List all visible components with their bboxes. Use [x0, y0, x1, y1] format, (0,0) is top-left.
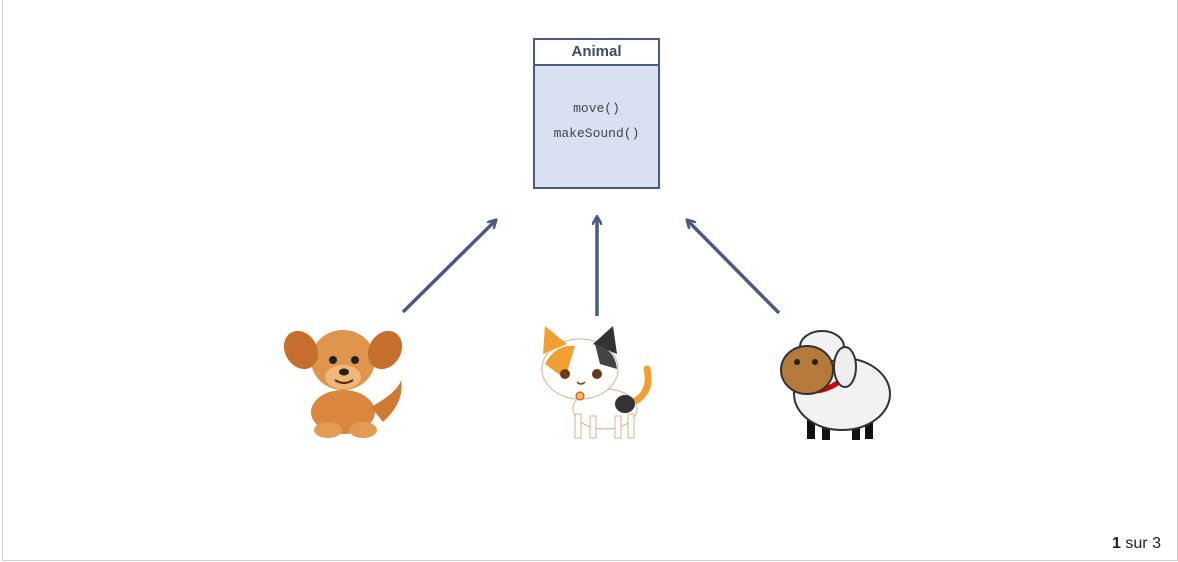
- class-box-animal: Animal move() makeSound(): [533, 38, 660, 189]
- arrow-sheep: [688, 221, 781, 315]
- page-indicator: 1 sur 3: [1112, 535, 1161, 553]
- total-pages: 3: [1152, 535, 1161, 552]
- class-name: Animal: [535, 40, 658, 66]
- current-page: 1: [1112, 535, 1121, 552]
- method-list: move() makeSound(): [535, 66, 658, 146]
- method-makesound: makeSound(): [553, 126, 640, 141]
- page-separator: sur: [1125, 535, 1148, 552]
- dog-icon: [283, 330, 403, 438]
- method-move: move(): [573, 101, 620, 116]
- cat-icon: [541, 326, 652, 439]
- arrow-dog: [401, 221, 495, 314]
- sheep-icon: [780, 330, 891, 440]
